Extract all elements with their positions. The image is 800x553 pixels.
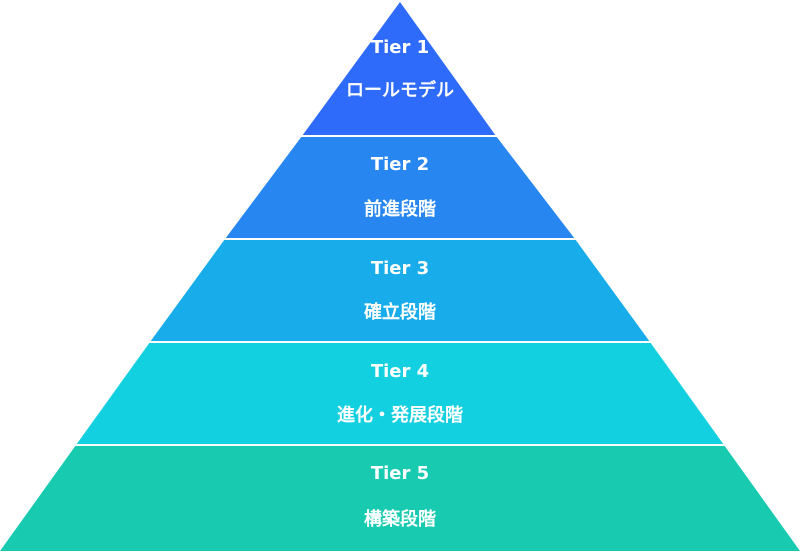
tier-1-label: ロールモデル bbox=[346, 79, 454, 101]
tier-4-band bbox=[76, 342, 724, 445]
tier-3-band bbox=[150, 239, 650, 342]
tier-5-title: Tier 5 bbox=[371, 463, 429, 484]
tier-4-label: 進化・発展段階 bbox=[337, 404, 463, 426]
tier-4-title: Tier 4 bbox=[371, 361, 429, 382]
tier-2-label: 前進段階 bbox=[364, 198, 436, 220]
tier-1-band bbox=[302, 2, 496, 136]
tier-5-label: 構築段階 bbox=[364, 508, 436, 530]
tier-5-band bbox=[0, 445, 800, 551]
tier-2-title: Tier 2 bbox=[371, 154, 429, 175]
tier-2-band bbox=[225, 136, 575, 239]
tier-3-label: 確立段階 bbox=[364, 301, 436, 323]
tier-1-title: Tier 1 bbox=[371, 37, 429, 58]
tier-3-title: Tier 3 bbox=[371, 258, 429, 279]
